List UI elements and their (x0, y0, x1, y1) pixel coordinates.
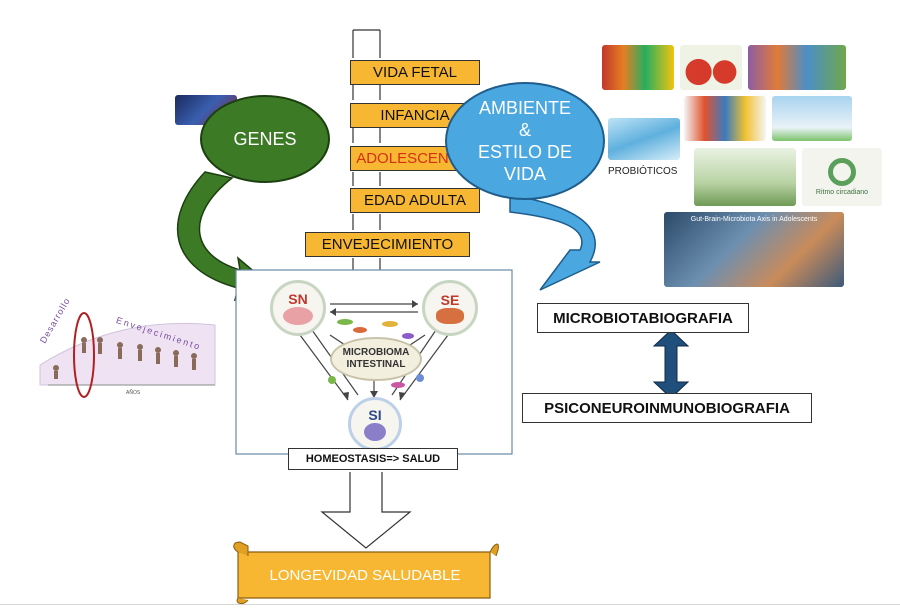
sn-label: SN (288, 291, 308, 307)
sn-circle: SN (270, 280, 326, 336)
psiconeuro-text: PSICONEUROINMUNOBIOGRAFIA (544, 399, 790, 417)
food-image (602, 45, 674, 90)
ritmo-circadiano-image: Ritmo circadiano (802, 148, 882, 206)
stage-label: ADOLESCENCIA (356, 150, 474, 167)
kidney-icon (436, 308, 464, 324)
microbiotabiografia-text: MICROBIOTABIOGRAFIA (553, 309, 733, 327)
probioticos-image (608, 118, 680, 160)
nature-image (694, 148, 796, 206)
microbioma-ellipse: MICROBIOMA INTESTINAL (330, 337, 422, 381)
lifespan-axis-label: AÑOS (126, 390, 141, 396)
ritmo-label: Ritmo circadiano (815, 189, 869, 196)
sports-kids-image (684, 96, 766, 141)
ambiente-circle: AMBIENTE & ESTILO DE VIDA (445, 82, 605, 200)
genes-circle: GENES (200, 95, 330, 183)
se-circle: SE (422, 280, 478, 336)
students-image (772, 96, 852, 141)
stage-label: INFANCIA (380, 107, 450, 124)
gut-brain-image: Gut-Brain-Microbiota Axis in Adolescents (664, 212, 844, 287)
stage-label: EDAD ADULTA (364, 192, 466, 209)
longevidad-label: LONGEVIDAD SALUDABLE (269, 566, 461, 584)
homeostasis-label: HOMEOSTASIS=> SALUD (288, 448, 458, 470)
se-label: SE (440, 292, 460, 308)
vegetable-bike-image (680, 45, 742, 90)
microbioma-line-1: MICROBIOMA (342, 347, 410, 358)
microbioma-line-2: INTESTINAL (346, 359, 406, 370)
homeostasis-text: HOMEOSTASIS=> SALUD (305, 453, 441, 465)
stage-envejecimiento: ENVEJECIMIENTO (305, 232, 470, 257)
group-kids-image (748, 45, 846, 90)
stage-vida-fetal: VIDA FETAL (350, 60, 480, 85)
immune-cell-icon (364, 423, 386, 441)
brain-icon (283, 307, 313, 325)
ambiente-line-3: ESTILO DE (477, 142, 573, 162)
microbiotabiografia-box: MICROBIOTABIOGRAFIA (537, 303, 749, 333)
psiconeuro-box: PSICONEUROINMUNOBIOGRAFIA (522, 393, 812, 423)
probioticos-label: PROBIÓTICOS (608, 166, 678, 177)
ambiente-line-2: & (518, 120, 531, 140)
stage-edad-adulta: EDAD ADULTA (350, 188, 480, 213)
bottom-divider (0, 604, 900, 605)
si-circle: SI (348, 397, 402, 451)
gut-brain-title: Gut-Brain-Microbiota Axis in Adolescents (690, 216, 818, 223)
stage-label: VIDA FETAL (373, 64, 457, 81)
ambiente-line-1: AMBIENTE (478, 98, 571, 118)
genes-label: GENES (233, 128, 297, 149)
ambiente-line-4: VIDA (503, 164, 546, 184)
si-label: SI (368, 407, 382, 423)
stage-label: ENVEJECIMIENTO (321, 236, 454, 253)
circadian-icon (828, 158, 856, 186)
